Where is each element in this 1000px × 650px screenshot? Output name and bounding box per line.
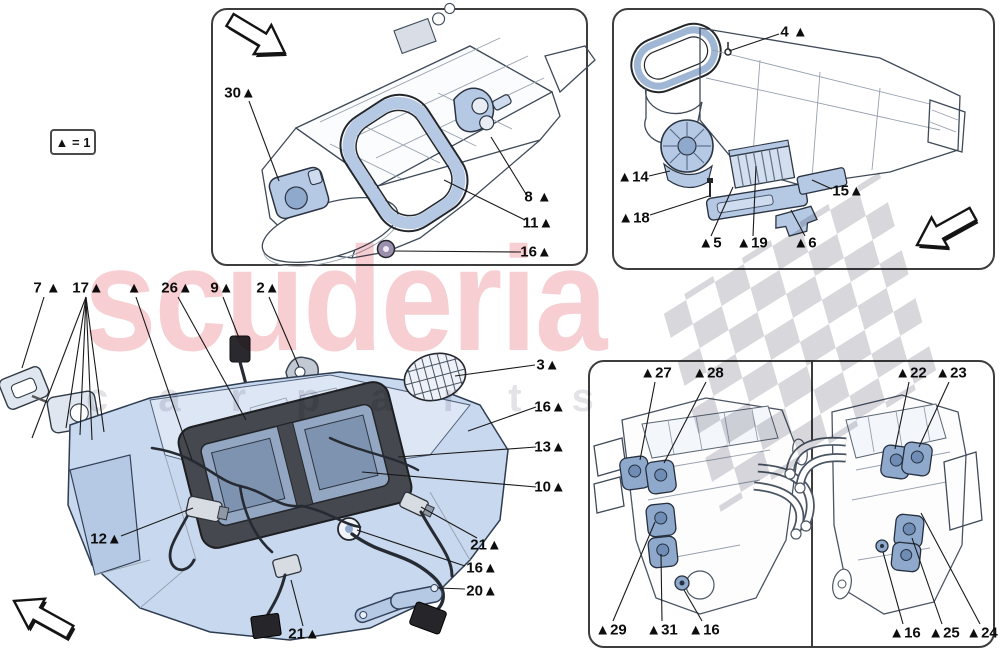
evaporator-actuator-motor [268, 166, 330, 220]
leader-line [79, 296, 87, 436]
leader-line [397, 446, 537, 458]
leader-line [490, 136, 527, 195]
leader-line [811, 179, 833, 190]
leader-line [290, 579, 304, 627]
leader-line [752, 165, 757, 237]
leader-line [248, 100, 280, 182]
leader-line [222, 296, 240, 339]
leader-line [85, 296, 105, 433]
leader-line [660, 553, 663, 622]
leader-line [683, 589, 703, 622]
case-top-fittings [393, 2, 456, 55]
air-intake-seal [630, 22, 722, 94]
leader-line [437, 587, 466, 590]
drain-grommet [376, 239, 396, 259]
temperature-sensor [168, 495, 230, 572]
leader-line [85, 296, 93, 441]
flange-disc-right-view [832, 568, 852, 600]
leader-line [443, 179, 526, 221]
leader-line [65, 296, 87, 429]
heater-gasket-frame [177, 381, 413, 549]
leader-line [920, 512, 981, 625]
leader-line [135, 296, 193, 461]
leader-line [918, 381, 950, 448]
leader-line [894, 381, 910, 450]
evaporator-exploded-art [220, 2, 596, 267]
blower-mesh-dome [400, 346, 470, 408]
leader-line [710, 186, 734, 237]
leader-line [361, 471, 537, 488]
legend-label: ▲ = 1 [55, 134, 91, 150]
leader-line [790, 209, 806, 237]
leader-line [911, 537, 943, 625]
leader-line [120, 507, 194, 537]
leader-line [21, 296, 45, 369]
grommet-right-view [875, 539, 889, 553]
wiring-harness [150, 436, 420, 554]
leader-line [31, 296, 87, 439]
leader-line [177, 296, 247, 421]
leader-line [467, 406, 537, 432]
damper-valve [453, 87, 512, 133]
legend-box: ▲ = 1 [50, 129, 96, 155]
leader-line [454, 364, 536, 377]
leader-line [648, 170, 671, 177]
probe-sensor-bottom [250, 553, 302, 640]
leader-line [663, 381, 707, 464]
grommet-left-view [674, 575, 690, 591]
inset-panel-evaporator-exploded [211, 8, 588, 266]
leader-line [728, 33, 780, 52]
leader-line [420, 506, 478, 539]
leader-line [268, 296, 300, 368]
evaporator-gasket-seal [339, 93, 469, 233]
main-assembly-art [0, 335, 509, 650]
leader-line [882, 551, 904, 625]
leader-line [612, 521, 656, 622]
leader-line [394, 250, 522, 253]
leader-line [639, 381, 656, 461]
leader-line [649, 195, 710, 216]
leader-line [356, 529, 466, 567]
sensor-cable-strap [350, 532, 447, 635]
blower-case [644, 27, 966, 186]
